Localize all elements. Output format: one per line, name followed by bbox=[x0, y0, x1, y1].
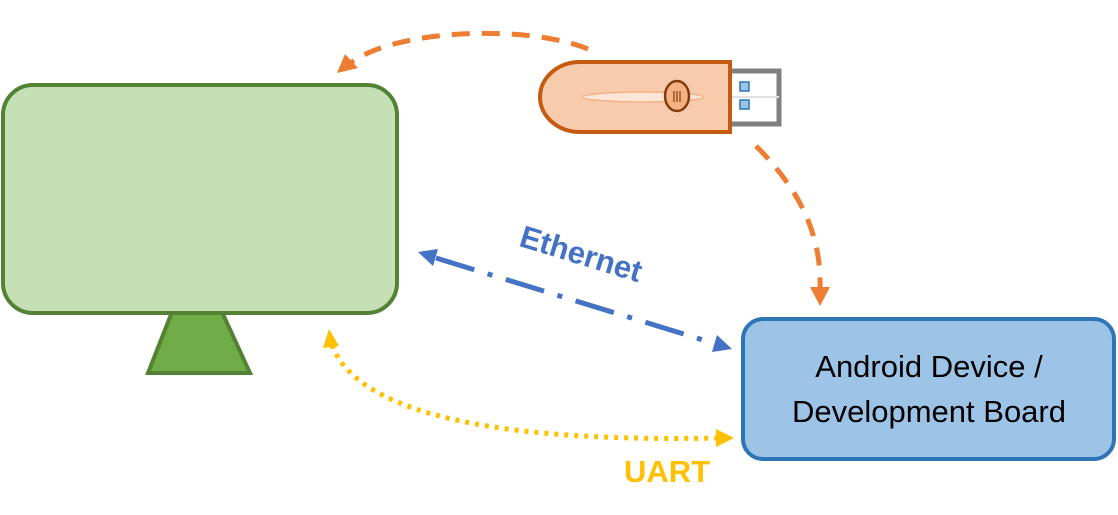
usb-contact bbox=[739, 99, 750, 110]
uart-label: UART bbox=[624, 454, 710, 489]
usb-drive-icon bbox=[538, 60, 782, 134]
device-label-line1: Android Device / bbox=[815, 349, 1043, 384]
monitor-screen bbox=[1, 83, 399, 315]
monitor-stand bbox=[145, 310, 254, 375]
ethernet-arrowhead-left bbox=[418, 249, 438, 266]
device-label-line2: Development Board bbox=[792, 394, 1066, 429]
monitor-icon bbox=[1, 83, 399, 375]
usb-contact bbox=[739, 81, 750, 92]
uart-arrowhead-left bbox=[323, 329, 339, 348]
usb-to-device-arrow bbox=[754, 144, 823, 291]
ethernet-arrow bbox=[435, 255, 714, 346]
usb-to-device-arrowhead bbox=[810, 287, 830, 306]
ethernet-label: Ethernet bbox=[516, 219, 646, 289]
ethernet-arrowhead-right bbox=[712, 335, 732, 352]
usb-to-monitor-arrow bbox=[350, 30, 589, 65]
uart-arrowhead-right bbox=[716, 429, 734, 447]
device-box bbox=[741, 317, 1116, 461]
uart-arrow bbox=[329, 344, 719, 441]
usb-to-monitor-arrowhead bbox=[337, 54, 358, 73]
